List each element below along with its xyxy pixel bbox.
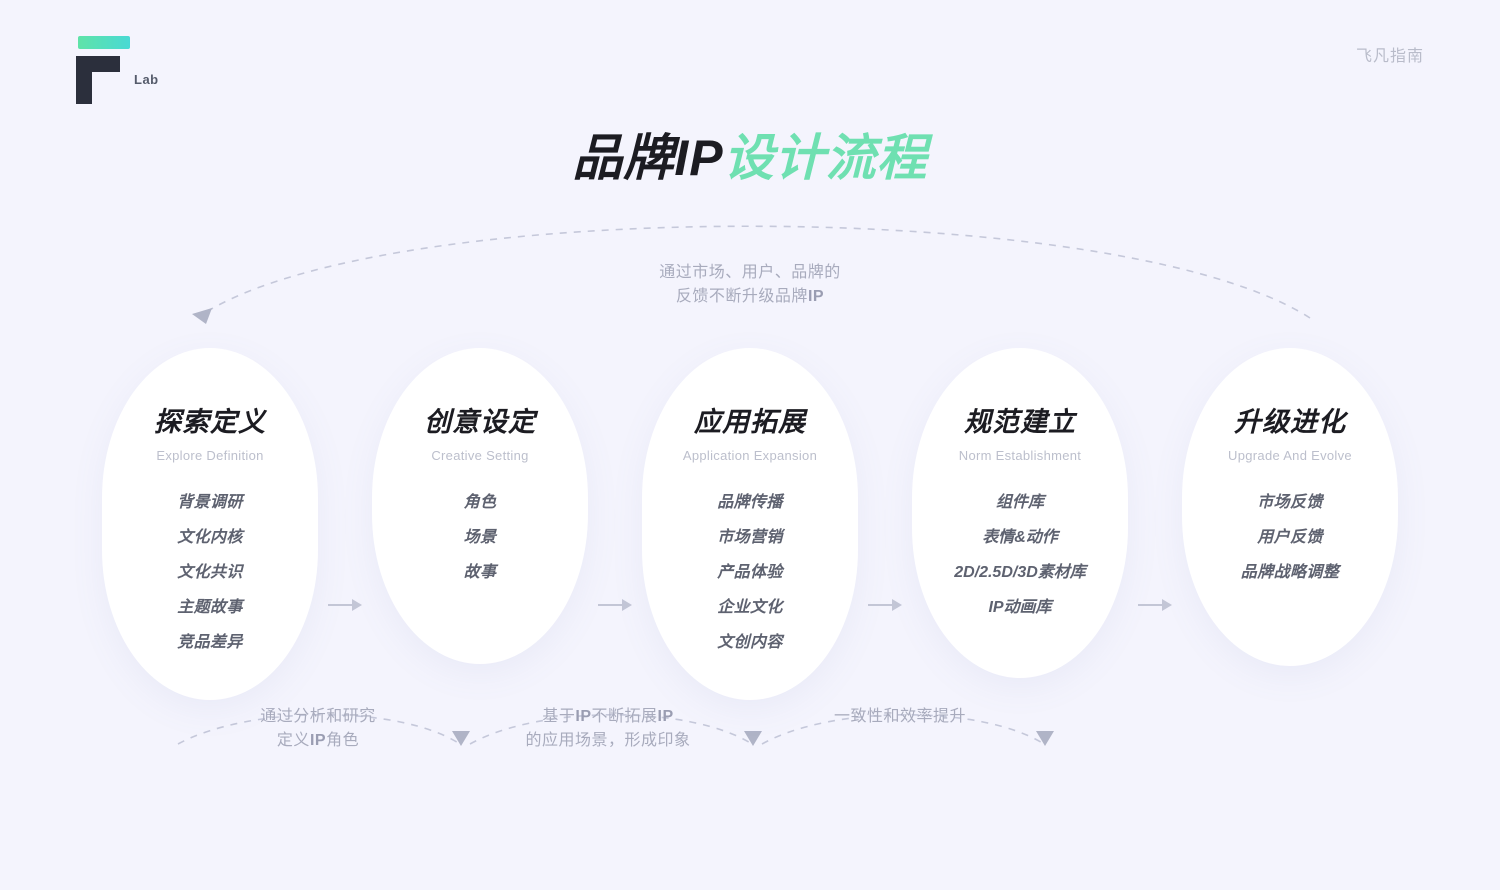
arrow-right-icon xyxy=(598,599,632,611)
list-item: 品牌传播 xyxy=(717,494,783,511)
bottom-arc-3-arrowhead-icon xyxy=(1036,731,1054,746)
list-item: 表情&动作 xyxy=(982,529,1058,546)
logo-text: Lab xyxy=(134,72,159,87)
bottom-arc-1-arrowhead-icon xyxy=(452,731,470,746)
bottom-note-1-line2-c: 角色 xyxy=(326,732,360,749)
step-3-items: 品牌传播 市场营销 产品体验 企业文化 文创内容 xyxy=(652,485,848,660)
top-arc-note: 通过市场、用户、品牌的 反馈不断升级品牌IP xyxy=(0,261,1500,309)
list-item: 市场反馈 xyxy=(1257,494,1323,511)
top-feedback-arc xyxy=(199,225,1311,319)
list-item: 背景调研 xyxy=(177,494,243,511)
list-item: 2D/2.5D/3D素材库 xyxy=(954,564,1086,581)
bottom-note-2-line1-a: 基于 xyxy=(542,708,576,725)
step-1-subtitle: Explore Definition xyxy=(156,448,264,463)
bottom-note-2-line1-ip2: IP xyxy=(657,708,674,725)
flow-step-1[interactable]: 探索定义 Explore Definition 背景调研 文化内核 文化共识 主… xyxy=(102,348,318,700)
list-item: 角色 xyxy=(463,494,497,511)
logo-gamma-mark-icon xyxy=(76,56,120,104)
top-note-line2-ip: IP xyxy=(807,288,825,305)
bottom-arc-1 xyxy=(177,713,461,745)
list-item: 竞品差异 xyxy=(177,634,243,651)
step-4-subtitle: Norm Establishment xyxy=(958,448,1082,463)
list-item: 主题故事 xyxy=(177,599,243,616)
step-1-title: 探索定义 xyxy=(154,407,266,437)
page-title-green: 设计流程 xyxy=(723,130,928,186)
list-item: IP动画库 xyxy=(988,599,1052,616)
bottom-note-2: 基于IP不断拓展IP 的应用场景，形成印象 xyxy=(498,705,718,753)
list-item: 故事 xyxy=(463,564,497,581)
bottom-arc-3 xyxy=(761,713,1045,745)
list-item: 品牌战略调整 xyxy=(1240,564,1340,581)
bottom-note-2-line2: 的应用场景，形成印象 xyxy=(525,732,691,749)
step-card-1[interactable]: 探索定义 Explore Definition 背景调研 文化内核 文化共识 主… xyxy=(102,348,318,700)
step-connector-1 xyxy=(318,598,372,612)
top-note-line2: 反馈不断升级品牌IP xyxy=(0,285,1500,309)
step-card-3[interactable]: 应用拓展 Application Expansion 品牌传播 市场营销 产品体… xyxy=(642,348,858,700)
arrow-right-icon xyxy=(1138,599,1172,611)
bottom-arc-2-arrowhead-icon xyxy=(744,731,762,746)
step-2-title: 创意设定 xyxy=(424,407,536,437)
step-connector-2 xyxy=(588,598,642,612)
bottom-note-1-line1: 通过分析和研究 xyxy=(260,708,376,725)
step-4-title: 规范建立 xyxy=(964,407,1076,437)
flow-step-3[interactable]: 应用拓展 Application Expansion 品牌传播 市场营销 产品体… xyxy=(642,348,858,700)
top-note-line1: 通过市场、用户、品牌的 xyxy=(659,264,841,281)
list-item: 企业文化 xyxy=(717,599,783,616)
bottom-note-2-line1-c: 不断拓展 xyxy=(591,708,658,725)
flow-steps: 探索定义 Explore Definition 背景调研 文化内核 文化共识 主… xyxy=(0,348,1500,700)
list-item: 场景 xyxy=(463,529,497,546)
step-2-subtitle: Creative Setting xyxy=(431,448,529,463)
arrow-right-icon xyxy=(868,599,902,611)
bottom-note-2-line1-ip1: IP xyxy=(575,708,592,725)
step-5-items: 市场反馈 用户反馈 品牌战略调整 xyxy=(1192,485,1388,590)
top-arc-arrowhead-icon xyxy=(192,308,212,324)
bottom-note-2-line1: 基于IP不断拓展IP xyxy=(498,705,718,729)
flow-step-2[interactable]: 创意设定 Creative Setting 角色 场景 故事 xyxy=(372,348,588,664)
page-title-dark: 品牌IP xyxy=(572,130,724,186)
page-title: 品牌IP设计流程 xyxy=(0,118,1500,190)
flow-step-4[interactable]: 规范建立 Norm Establishment 组件库 表情&动作 2D/2.5… xyxy=(912,348,1128,678)
step-3-title: 应用拓展 xyxy=(694,407,806,437)
top-note-line2-text: 反馈不断升级品牌 xyxy=(675,288,808,305)
step-2-items: 角色 场景 故事 xyxy=(382,485,578,590)
list-item: 文化共识 xyxy=(177,564,243,581)
step-3-subtitle: Application Expansion xyxy=(682,448,818,463)
bottom-note-1: 通过分析和研究 定义IP角色 xyxy=(218,705,418,753)
step-connector-4 xyxy=(1128,598,1182,612)
bottom-note-1-line2: 定义IP角色 xyxy=(218,729,418,753)
arrow-right-icon xyxy=(328,599,362,611)
list-item: 文化内核 xyxy=(177,529,243,546)
list-item: 产品体验 xyxy=(717,564,783,581)
step-4-items: 组件库 表情&动作 2D/2.5D/3D素材库 IP动画库 xyxy=(922,485,1118,625)
list-item: 市场营销 xyxy=(717,529,783,546)
list-item: 组件库 xyxy=(995,494,1044,511)
step-card-5[interactable]: 升级进化 Upgrade And Evolve 市场反馈 用户反馈 品牌战略调整 xyxy=(1182,348,1398,666)
step-5-title: 升级进化 xyxy=(1234,407,1346,437)
list-item: 用户反馈 xyxy=(1257,529,1323,546)
guide-label: 飞凡指南 xyxy=(1355,48,1424,65)
step-card-2[interactable]: 创意设定 Creative Setting 角色 场景 故事 xyxy=(372,348,588,664)
logo-gradient-bar-icon xyxy=(78,36,130,49)
flow-step-5[interactable]: 升级进化 Upgrade And Evolve 市场反馈 用户反馈 品牌战略调整 xyxy=(1182,348,1398,666)
bottom-note-1-line2-ip: IP xyxy=(309,732,327,749)
step-card-4[interactable]: 规范建立 Norm Establishment 组件库 表情&动作 2D/2.5… xyxy=(912,348,1128,678)
bottom-note-3-line1: 一致性和效率提升 xyxy=(833,708,966,725)
bottom-note-1-line2-a: 定义 xyxy=(276,732,310,749)
bottom-arc-2 xyxy=(469,713,753,745)
bottom-note-3: 一致性和效率提升 xyxy=(800,705,1000,729)
step-5-subtitle: Upgrade And Evolve xyxy=(1228,448,1352,463)
brand-logo[interactable]: Lab xyxy=(72,26,212,104)
step-connector-3 xyxy=(858,598,912,612)
step-1-items: 背景调研 文化内核 文化共识 主题故事 竞品差异 xyxy=(112,485,308,660)
list-item: 文创内容 xyxy=(717,634,783,651)
